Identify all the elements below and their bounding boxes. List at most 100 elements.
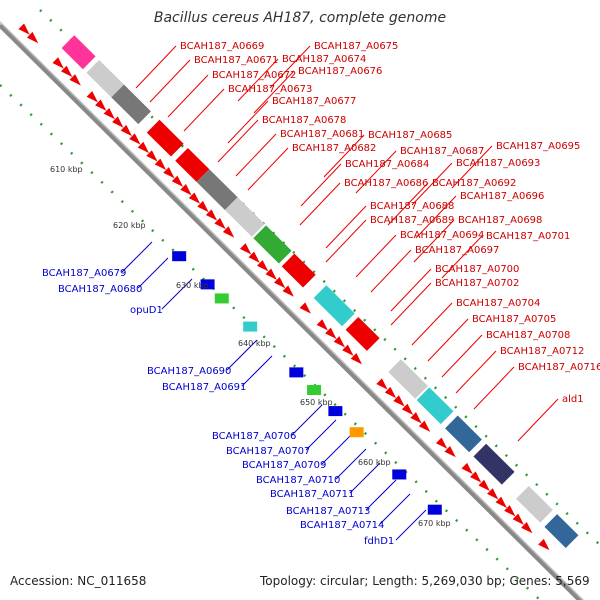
gene-reverse [289,367,303,377]
leader-line-reverse [138,258,168,288]
gene-label-forward[interactable]: BCAH187_A0673 [228,84,312,95]
gene-label-reverse[interactable]: BCAH187_A0690 [147,366,231,377]
leader-line-forward [356,235,396,277]
gene-label-forward[interactable]: BCAH187_A0675 [314,41,398,52]
gene-label-reverse[interactable]: BCAH187_A0714 [300,520,384,531]
gene-label-forward[interactable]: BCAH187_A0708 [486,330,570,341]
gene-label-forward[interactable]: BCAH187_A0676 [298,66,382,77]
leader-line-forward [168,75,208,117]
gene-label-forward[interactable]: BCAH187_A0700 [435,264,519,275]
gene-label-forward[interactable]: BCAH187_A0688 [370,201,454,212]
tick-label: 660 kbp [358,458,391,467]
gene-label-forward[interactable]: BCAH187_A0685 [368,130,452,141]
gene-label-reverse[interactable]: BCAH187_A0713 [286,506,370,517]
gene-reverse [172,251,186,261]
gene-label-reverse[interactable]: BCAH187_A0679 [42,268,126,279]
leader-line-reverse [322,434,352,464]
gene-arrow-forward [240,243,251,254]
gene-label-forward[interactable]: BCAH187_A0704 [456,298,540,309]
gene-arrow-forward [52,57,63,68]
leader-line-reverse [380,494,410,524]
gene-label-forward[interactable]: BCAH187_A0712 [500,346,584,357]
tick-label: 610 kbp [50,165,83,174]
gene-arrow-forward [538,539,549,550]
gene-block [417,387,454,424]
leader-line-forward [324,135,364,177]
leader-line-forward [301,164,341,206]
leader-line-forward [218,120,258,162]
gene-label-forward[interactable]: BCAH187_A0678 [262,115,346,126]
leader-line-forward [300,183,340,225]
gene-label-forward[interactable]: BCAH187_A0681 [280,129,364,140]
gene-label-forward[interactable]: BCAH187_A0689 [370,215,454,226]
gene-arrow-forward [300,302,311,313]
gene-label-forward[interactable]: BCAH187_A0696 [460,191,544,202]
leader-line-reverse [292,405,322,435]
gene-block [544,514,578,548]
gene-block [62,35,96,69]
gene-label-forward[interactable]: BCAH187_A0687 [400,146,484,157]
gene-label-forward[interactable]: BCAH187_A0692 [432,178,516,189]
tick-label: 670 kbp [418,519,451,528]
tick-label: 630 kbp [176,281,209,290]
gene-label-reverse[interactable]: BCAH187_A0691 [162,382,246,393]
gene-label-reverse[interactable]: BCAH187_A0706 [212,431,296,442]
gene-label-reverse[interactable]: opuD1 [130,305,163,316]
tick-label: 650 kbp [300,398,333,407]
leader-line-reverse [242,356,272,386]
leader-line-forward [184,89,224,131]
gene-label-forward[interactable]: BCAH187_A0697 [415,245,499,256]
gene-label-forward[interactable]: BCAH187_A0698 [458,215,542,226]
gene-reverse [307,385,321,395]
gene-label-forward[interactable]: BCAH187_A0716 [518,362,600,373]
gene-reverse [428,505,442,515]
gene-label-forward[interactable]: BCAH187_A0694 [400,230,484,241]
gene-label-reverse[interactable]: BCAH187_A0707 [226,446,310,457]
gene-block [388,359,428,399]
gene-label-reverse[interactable]: fdhD1 [364,536,394,547]
accession-text: Accession: NC_011658 [10,574,146,588]
gene-label-forward[interactable]: BCAH187_A0671 [194,55,278,66]
leader-line-forward [474,367,514,409]
gene-reverse [392,469,406,479]
gene-label-reverse[interactable]: BCAH187_A0680 [58,284,142,295]
tick-label: 640 kbp [238,339,271,348]
gene-label-forward[interactable]: BCAH187_A0674 [282,54,366,65]
gene-label-reverse[interactable]: BCAH187_A0709 [242,460,326,471]
gene-block [253,225,291,263]
gene-arrow-forward [18,23,29,34]
leader-line-forward [428,319,468,361]
gene-label-forward[interactable]: BCAH187_A0702 [435,278,519,289]
gene-label-forward[interactable]: BCAH187_A0693 [456,158,540,169]
tick-label: 620 kbp [113,221,146,230]
gene-arrow-forward [461,463,472,474]
leader-line-forward [456,351,496,393]
gene-label-forward[interactable]: BCAH187_A0669 [180,41,264,52]
gene-label-forward[interactable]: BCAH187_A0701 [486,231,570,242]
gene-label-forward[interactable]: BCAH187_A0705 [472,314,556,325]
leader-line-forward [248,148,288,190]
gene-label-forward[interactable]: BCAH187_A0684 [345,159,429,170]
leader-line-reverse [122,242,152,272]
gene-arrow-forward [376,378,387,389]
gene-label-forward[interactable]: ald1 [562,394,584,405]
gene-label-forward[interactable]: BCAH187_A0682 [292,143,376,154]
leader-line-reverse [366,480,396,510]
gene-label-reverse[interactable]: BCAH187_A0711 [270,489,354,500]
gene-block [445,416,482,453]
gene-block [473,444,514,485]
gene-block [516,486,553,523]
gene-label-forward[interactable]: BCAH187_A0695 [496,141,580,152]
leader-line-forward [371,250,411,292]
gene-label-forward[interactable]: BCAH187_A0672 [212,70,296,81]
leader-line-reverse [306,420,336,450]
gene-label-reverse[interactable]: BCAH187_A0710 [256,475,340,486]
gene-label-forward[interactable]: BCAH187_A0686 [344,178,428,189]
gene-reverse [215,293,229,303]
genome-summary-text: Topology: circular; Length: 5,269,030 bp… [260,574,590,588]
gene-label-forward[interactable]: BCAH187_A0677 [272,96,356,107]
gene-block [147,120,184,157]
gene-reverse [243,322,257,332]
gene-block [282,254,316,288]
